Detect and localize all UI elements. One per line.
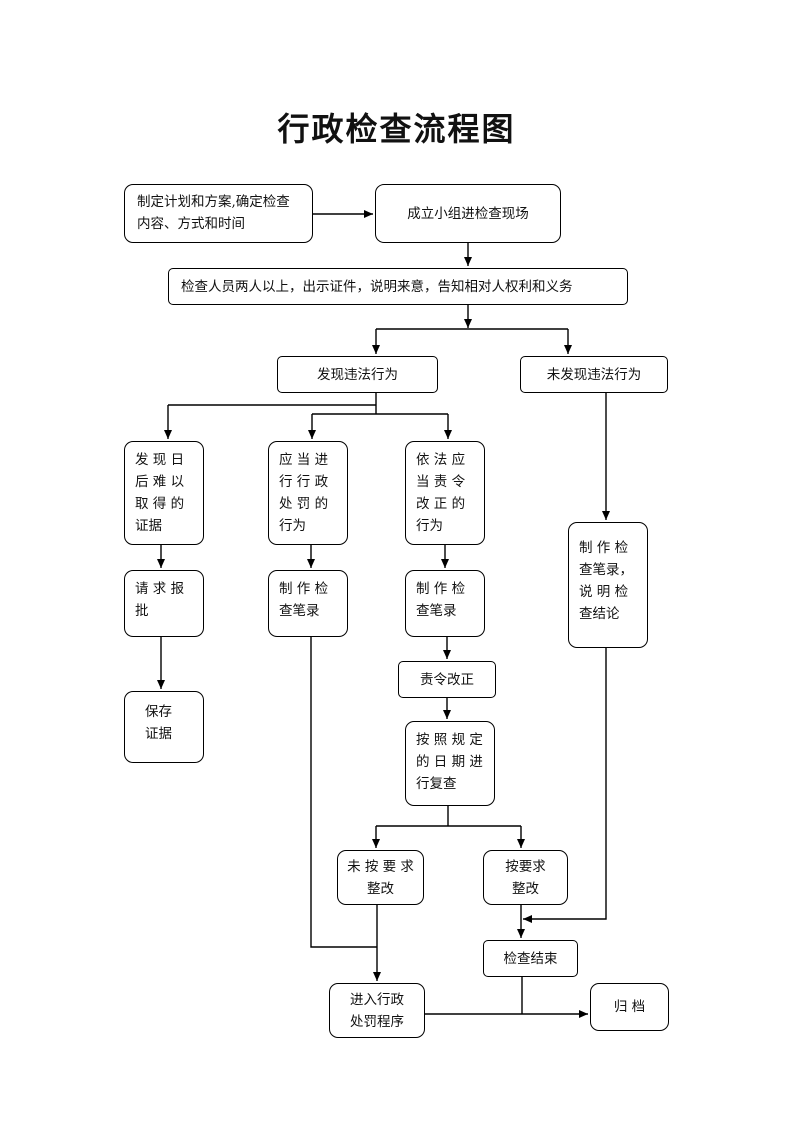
team-node: 成立小组进检查现场	[375, 184, 561, 243]
report-node: 请 求 报 批	[124, 570, 204, 637]
punish-node: 应 当 进 行 行 政 处 罚 的 行为	[268, 441, 348, 545]
no-violation-node: 未发现违法行为	[520, 356, 668, 393]
keep-evidence-node: 保存 证据	[124, 691, 204, 763]
arrow-record3-to-end	[523, 648, 607, 923]
record-node-1: 制 作 检 查笔录	[268, 570, 348, 637]
found-violation-node: 发现违法行为	[277, 356, 438, 393]
archive-node: 归 档	[590, 983, 669, 1031]
recheck-node: 按 照 规 定 的 日 期 进 行复查	[405, 721, 495, 806]
penalty-procedure-node: 进入行政 处罚程序	[329, 983, 425, 1038]
hard-evidence-node: 发 现 日 后 难 以 取 得 的 证据	[124, 441, 204, 545]
inspection-end-node: 检查结束	[483, 940, 578, 977]
rectified-node: 按要求 整改	[483, 850, 568, 905]
correct-node: 依 法 应 当 责 令 改 正 的 行为	[405, 441, 485, 545]
record-conclusion-node: 制 作 检 查笔录， 说 明 检 查结论	[568, 522, 648, 648]
plan-node: 制定计划和方案,确定检查 内容、方式和时间	[124, 184, 313, 243]
page-title: 行政检查流程图	[277, 110, 516, 148]
line-record1-to-penalty	[310, 637, 377, 948]
record-node-2: 制 作 检 查笔录	[405, 570, 485, 637]
order-correction-node: 责令改正	[398, 661, 496, 698]
not-rectified-node: 未 按 要 求 整改	[337, 850, 424, 905]
inspect-node: 检查人员两人以上，出示证件，说明来意，告知相对人权利和义务	[168, 268, 628, 305]
